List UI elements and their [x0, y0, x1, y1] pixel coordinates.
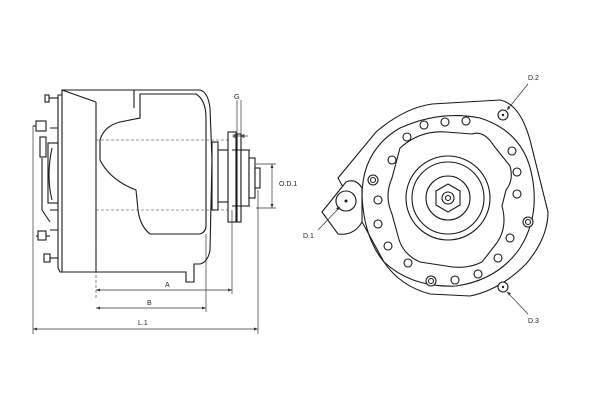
vent-holes: [373, 116, 522, 285]
label-d1: D.1: [303, 233, 314, 240]
front-view: D.1 D.2 D.3: [303, 75, 549, 325]
label-l1: L.1: [138, 320, 148, 327]
label-a: A: [165, 282, 170, 289]
dimension-l1: L.1: [32, 126, 259, 334]
label-d3: D.3: [528, 318, 539, 325]
spoke-window: [387, 131, 512, 268]
studs: [367, 174, 534, 287]
dimension-b: B: [96, 234, 207, 312]
dimension-a: A: [96, 210, 233, 294]
side-view: G O.D.1 A B L.: [32, 89, 297, 334]
pulley-assembly: [211, 131, 261, 223]
alternator-body: [61, 89, 232, 300]
dimension-g: G: [232, 94, 248, 139]
label-od1: O.D.1: [279, 181, 297, 188]
rear-terminals: [33, 94, 58, 263]
label-d2: D.2: [528, 75, 539, 82]
leaders: D.1 D.2 D.3: [303, 75, 539, 325]
dimension-od1: O.D.1: [256, 163, 297, 209]
label-g: G: [234, 94, 239, 101]
label-b: B: [147, 300, 152, 307]
